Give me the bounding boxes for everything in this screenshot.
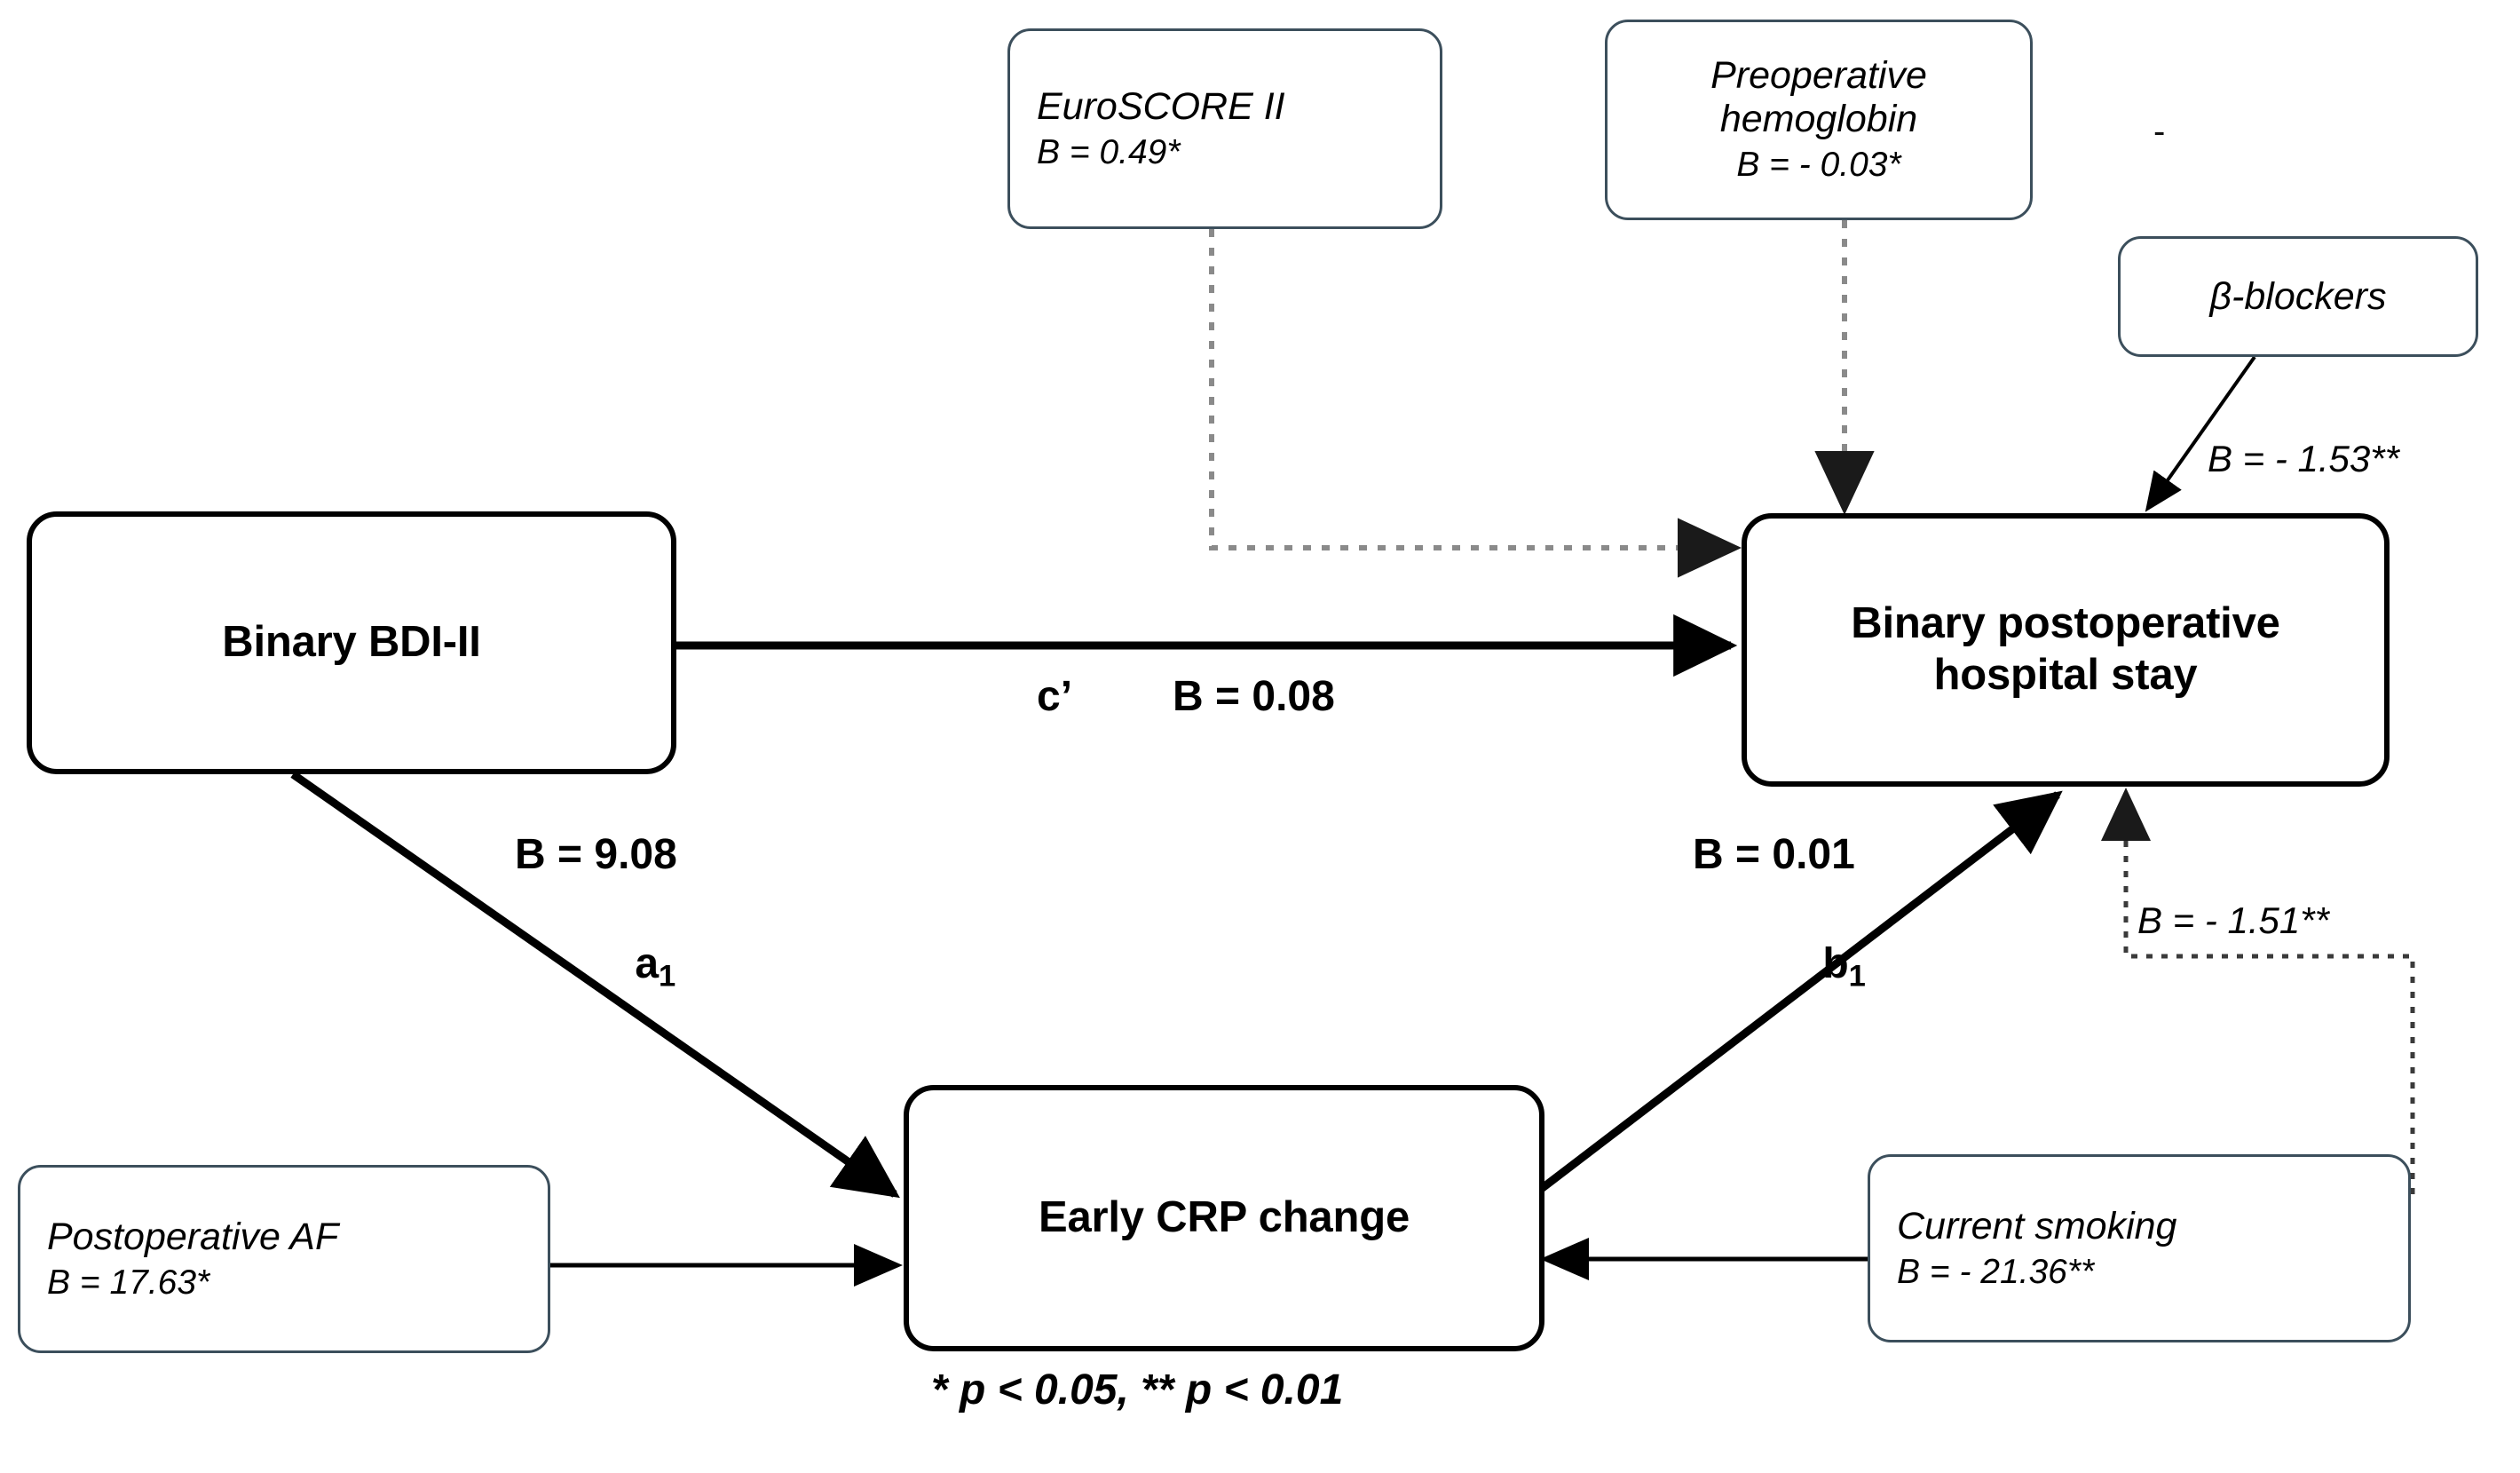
label-a1-coefficient: B = 9.08 (515, 831, 677, 878)
label-smoking-to-outcome-coefficient: B = - 1.51** (2137, 899, 2329, 941)
label-a1-path-name: a1 (588, 891, 675, 1043)
node-early-crp-change[interactable]: Early CRP change (904, 1085, 1544, 1351)
arrow-smoking-to-outcome (2101, 788, 2415, 1194)
a1-base: a (635, 940, 660, 987)
euroscore-coefficient: B = 0.49* (1037, 132, 1181, 171)
b1-subscript: 1 (1848, 959, 1866, 994)
node-binary-bdi-ii[interactable]: Binary BDI-II (27, 511, 676, 774)
hemoglobin-label-line2: hemoglobin (1719, 97, 1918, 140)
label-direct-path-name: c’ (1037, 673, 1073, 720)
label-b1-coefficient: B = 0.01 (1693, 831, 1855, 878)
mediator-label: Early CRP change (1038, 1193, 1410, 1242)
node-current-smoking[interactable]: Current smoking B = - 21.36** (1868, 1154, 2411, 1342)
node-euroscore-ii[interactable]: EuroSCORE II B = 0.49* (1007, 28, 1442, 229)
b1-base: b (1822, 940, 1849, 987)
hemoglobin-coefficient: B = - 0.03* (1736, 145, 1901, 184)
arrow-betablockers-to-outcome (2145, 355, 2256, 512)
bdi-label: Binary BDI-II (222, 618, 481, 667)
label-direct-path-coefficient: B = 0.08 (1173, 673, 1335, 720)
stray-hyphen-mark: - (2153, 112, 2166, 151)
postop-af-coefficient: B = 17.63* (47, 1263, 210, 1302)
a1-subscript: 1 (659, 959, 676, 994)
label-b1-path-name: b1 (1775, 891, 1866, 1043)
node-beta-blockers[interactable]: β-blockers (2118, 236, 2478, 357)
arrow-a1-path (290, 771, 900, 1199)
arrow-euroscore-to-outcome (1209, 229, 1742, 578)
smoking-coefficient: B = - 21.36** (1897, 1252, 2095, 1291)
node-preoperative-hemoglobin[interactable]: Preoperative hemoglobin B = - 0.03* (1605, 20, 2033, 220)
node-binary-postoperative-hospital-stay[interactable]: Binary postoperative hospital stay (1742, 513, 2390, 787)
outcome-label-line2: hospital stay (1933, 651, 2198, 699)
hemoglobin-label-line1: Preoperative (1710, 54, 1927, 98)
smoking-label: Current smoking (1897, 1204, 2177, 1247)
node-postoperative-af[interactable]: Postoperative AF B = 17.63* (18, 1165, 550, 1353)
label-betablockers-coefficient: B = - 1.53** (2208, 438, 2399, 479)
significance-note: * p < 0.05, ** p < 0.01 (931, 1366, 1344, 1414)
postop-af-label: Postoperative AF (47, 1215, 339, 1258)
arrow-b1-path (1537, 790, 2063, 1193)
euroscore-label: EuroSCORE II (1037, 84, 1285, 128)
betablockers-label: β-blockers (2209, 274, 2387, 318)
outcome-label-line1: Binary postoperative (1851, 599, 2280, 648)
